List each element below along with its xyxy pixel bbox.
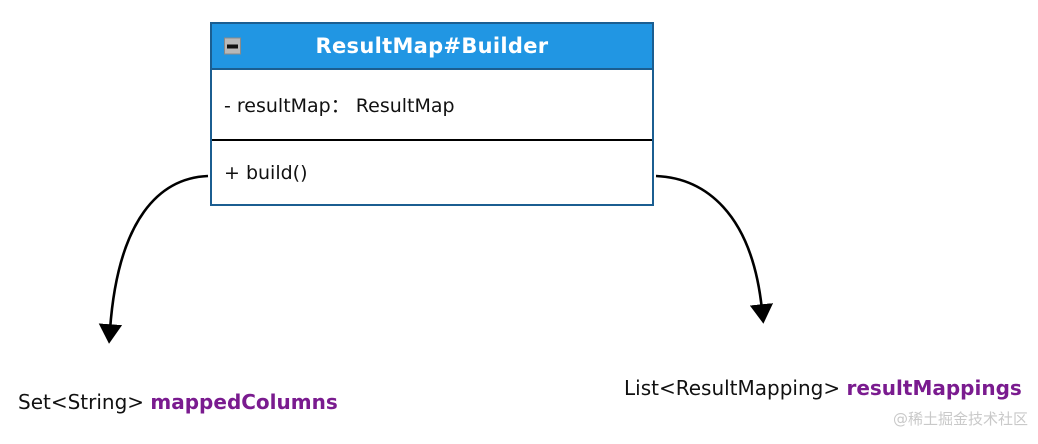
uml-attributes-section: - resultMap： ResultMap — [212, 70, 652, 141]
annotation-right: List<ResultMapping> resultMappings — [624, 376, 1022, 400]
uml-methods-section: + build() — [212, 141, 652, 204]
annotation-left-generic: Set<String> — [18, 390, 145, 414]
watermark: @稀土掘金技术社区 — [892, 410, 1028, 428]
left-connector-arrow — [98, 174, 209, 344]
minus-icon-bar — [227, 44, 238, 48]
uml-method-row: + build() — [224, 161, 308, 184]
uml-class-header: ResultMap#Builder — [212, 24, 652, 70]
uml-class-title: ResultMap#Builder — [315, 34, 549, 58]
annotation-left: Set<String> mappedColumns — [18, 390, 338, 414]
annotation-left-member: mappedColumns — [150, 390, 338, 414]
annotation-right-member: resultMappings — [846, 376, 1022, 400]
right-connector-arrow — [655, 174, 774, 324]
uml-attribute-row: - resultMap： ResultMap — [224, 95, 455, 117]
uml-class-box[interactable]: ResultMap#Builder - resultMap： ResultMap… — [210, 22, 654, 206]
annotation-right-generic: List<ResultMapping> — [624, 376, 841, 400]
minus-icon[interactable] — [224, 37, 241, 55]
